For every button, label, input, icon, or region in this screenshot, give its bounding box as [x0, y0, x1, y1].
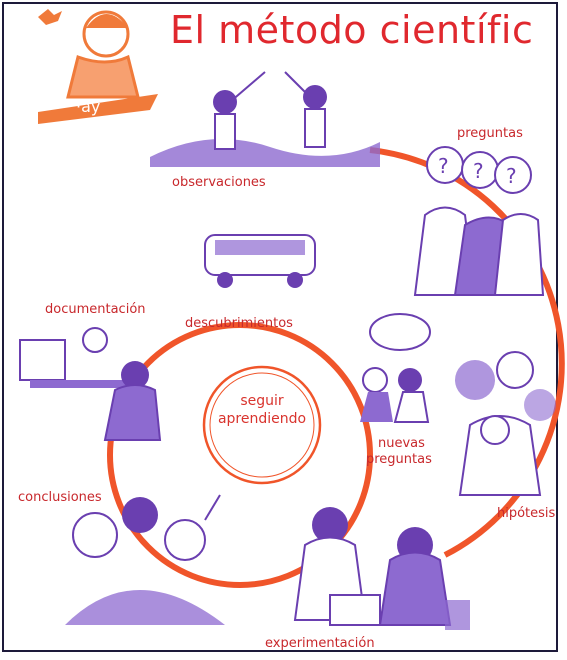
label-descubrimientos: descubrimientos: [185, 316, 293, 331]
questions-scene-illustration: ? ? ?: [413, 146, 545, 296]
center-label-line1: seguir: [240, 393, 284, 409]
label-experimentacion: experimentación: [265, 636, 375, 651]
center-ring-inner: [209, 372, 315, 478]
documentation-scene-illustration: [19, 327, 162, 441]
svg-text:?: ?: [473, 159, 484, 183]
label-observaciones: observaciones: [172, 175, 266, 190]
svg-text:?: ?: [506, 164, 517, 188]
label-nuevas-preguntas-line1: nuevas: [378, 436, 425, 451]
label-documentacion: documentación: [45, 302, 146, 317]
inner-cycle-circle: [107, 322, 373, 588]
center-ring: [202, 365, 322, 485]
label-conclusiones: conclusiones: [18, 490, 102, 505]
center-label: seguir aprendiendo: [212, 392, 312, 428]
discovery-bus-illustration: [204, 234, 316, 288]
center-label-line2: aprendiendo: [217, 411, 307, 427]
observation-scene-illustration: [150, 71, 380, 167]
svg-text:·ay: ·ay: [76, 97, 100, 116]
scientist-logo-icon: ·ay: [38, 9, 158, 124]
question-marks-icon: ? ? ?: [426, 146, 532, 194]
svg-text:?: ?: [438, 154, 449, 178]
page-title: El método científic: [170, 8, 534, 52]
label-preguntas: preguntas: [457, 126, 523, 141]
label-nuevas-preguntas-line2: preguntas: [366, 452, 432, 467]
new-questions-illustration: [360, 313, 431, 423]
conclusions-scene-illustration: [65, 494, 225, 625]
label-hipotesis: hipótesis: [497, 506, 556, 521]
hypothesis-scene-illustration: [455, 351, 556, 496]
bird-icon: [38, 9, 62, 25]
experiment-scene-illustration: [293, 507, 470, 630]
